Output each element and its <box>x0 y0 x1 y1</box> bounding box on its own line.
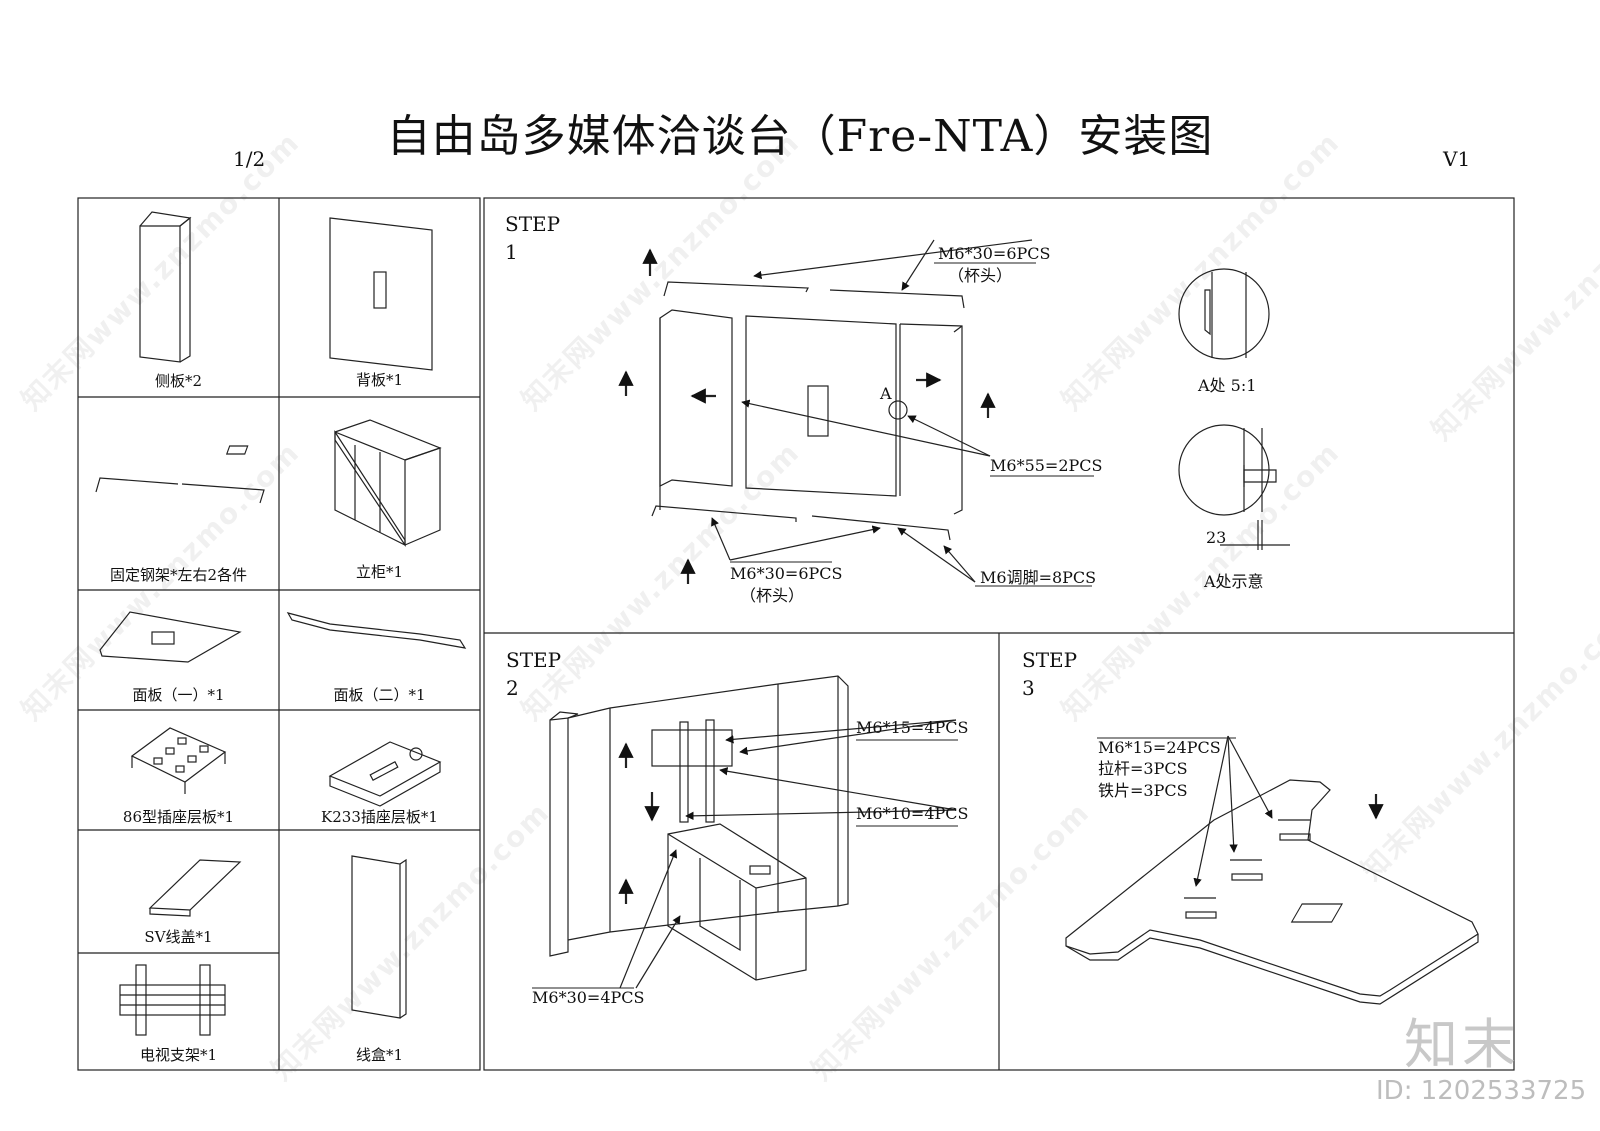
step1-callout-bottom: M6*30=6PCS <box>730 564 843 583</box>
detail2-label: A处示意 <box>1204 572 1264 591</box>
part-label-tv-bracket: 电视支架*1 <box>139 1046 218 1064</box>
back-panel-icon <box>329 217 433 371</box>
part-label-socket-86: 86型插座层板*1 <box>122 808 235 826</box>
step1-assembly <box>651 239 1290 583</box>
dimension-label: 23 <box>1206 528 1227 547</box>
tv-bracket-icon <box>119 964 226 1036</box>
part-label-top-panel-two: 面板（二）*1 <box>333 686 426 704</box>
part-label-side-panel: 侧板*2 <box>154 372 203 390</box>
image-id: ID: 1202533725 <box>1376 1076 1587 1106</box>
page-number: 1/2 <box>233 147 266 171</box>
step3-callout-3: 铁片=3PCS <box>1098 781 1188 800</box>
step1-callout-feet: M6调脚=8PCS <box>980 568 1097 587</box>
step3-assembly <box>1065 735 1479 1005</box>
brand-logo: 知末 <box>1404 1013 1520 1076</box>
top-panel-two-icon <box>286 612 467 649</box>
step2-assembly <box>549 675 957 989</box>
part-label-socket-k233: K233插座层板*1 <box>321 808 438 826</box>
step-panels <box>483 197 1515 1071</box>
socket-plate-86-icon <box>130 727 227 794</box>
detail-marker-a: A <box>880 384 892 403</box>
sv-cable-cover-icon <box>148 859 242 917</box>
cable-box-icon <box>351 855 407 1019</box>
side-panel-icon <box>139 211 192 363</box>
version-label: V1 <box>1443 147 1471 171</box>
steel-frame-icon <box>95 477 265 504</box>
part-label-top-panel-one: 面板（一）*1 <box>132 686 225 704</box>
parts-table <box>77 197 481 1071</box>
part-label-back-panel: 背板*1 <box>355 371 404 389</box>
cabinet-icon <box>225 419 442 547</box>
step1-callout-bottom-sub: （杯头） <box>740 586 805 605</box>
top-panel-one-icon <box>99 611 242 663</box>
page-title: 自由岛多媒体洽谈台（Fre-NTA）安装图 <box>386 111 1214 162</box>
step1-callout-mid: M6*55=2PCS <box>990 456 1103 475</box>
step1-callout-top-sub: （杯头） <box>948 266 1013 285</box>
step2-arrows <box>618 742 660 904</box>
part-label-sv-cover: SV线盖*1 <box>144 928 213 946</box>
part-label-steel-frame: 固定钢架*左右2各件 <box>109 566 248 584</box>
detail1-label: A处 5:1 <box>1198 376 1257 395</box>
step3-callout-1: M6*15=24PCS <box>1098 738 1221 757</box>
step1-callout-top: M6*30=6PCS <box>938 244 1051 263</box>
step2-callout-b: M6*10=4PCS <box>856 804 969 823</box>
socket-plate-k233-icon <box>328 741 442 807</box>
part-label-cabinet: 立柜*1 <box>355 563 404 581</box>
step2-callout-a: M6*15=4PCS <box>856 718 969 737</box>
step1-arrows <box>618 248 996 584</box>
step3-callout-2: 拉杆=3PCS <box>1098 759 1188 778</box>
step2-callout-c: M6*30=4PCS <box>532 988 645 1007</box>
part-label-cable-box: 线盒*1 <box>355 1046 404 1064</box>
